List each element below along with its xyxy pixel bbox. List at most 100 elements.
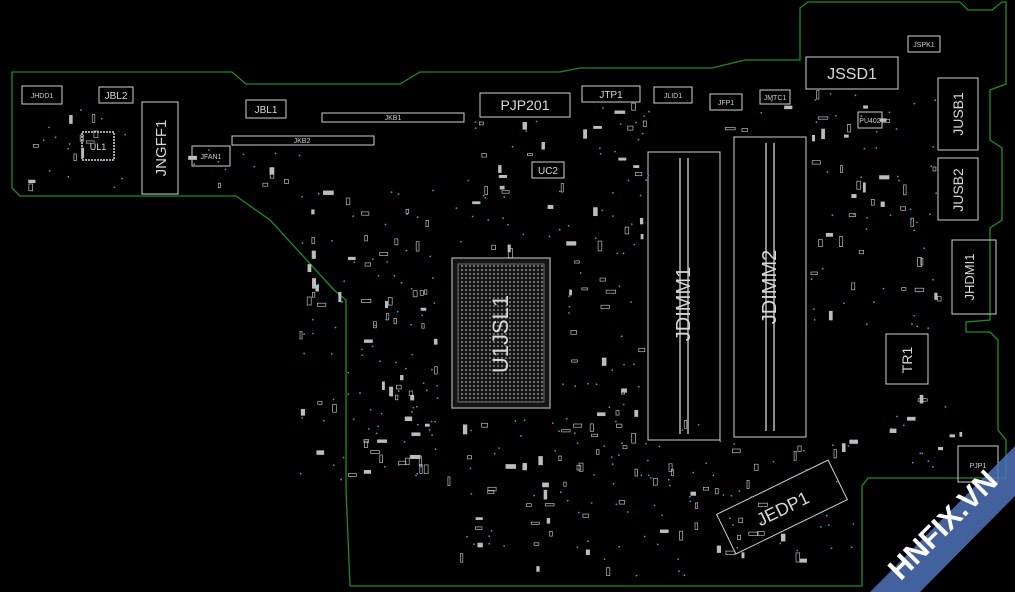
via <box>683 574 686 577</box>
via <box>332 398 335 401</box>
via <box>487 219 490 222</box>
via <box>853 213 855 216</box>
via <box>341 301 344 303</box>
smd-pad <box>561 429 571 433</box>
via <box>428 429 431 431</box>
smd-pad <box>558 455 562 462</box>
jhdd1-connector: JHDD1 <box>21 85 63 105</box>
via <box>410 288 413 290</box>
smd-pad <box>381 381 385 390</box>
via <box>311 318 314 321</box>
via <box>386 261 389 263</box>
via <box>301 242 304 244</box>
smd-pad <box>312 278 317 289</box>
via <box>330 353 333 355</box>
via <box>434 420 437 423</box>
via <box>511 145 514 148</box>
smd-pad <box>810 271 818 275</box>
via <box>608 406 611 408</box>
smd-pad <box>858 249 864 255</box>
smd-pad <box>862 182 866 193</box>
smd-pad <box>828 310 833 321</box>
via-field <box>42 93 947 577</box>
smd-pad <box>631 102 636 111</box>
smd-pad <box>462 424 468 435</box>
smd-pad <box>408 390 414 396</box>
smd-pad <box>615 410 620 416</box>
via <box>471 215 474 218</box>
via <box>913 102 916 105</box>
via <box>359 392 361 395</box>
via <box>779 542 782 545</box>
smd-pad <box>714 488 719 495</box>
via <box>919 452 922 455</box>
via <box>738 490 741 492</box>
smd-pad <box>560 183 564 193</box>
via <box>403 441 406 443</box>
smd-pad <box>364 262 371 267</box>
via <box>645 179 648 182</box>
via <box>611 369 614 372</box>
smd-pad <box>606 567 611 576</box>
smd-pad <box>833 449 837 459</box>
via <box>595 383 598 386</box>
via <box>612 192 614 194</box>
via <box>760 521 763 523</box>
via <box>361 354 364 357</box>
jfan1-connector: JFAN1 <box>191 145 231 167</box>
smd-pad <box>932 166 937 172</box>
via <box>397 464 400 466</box>
via <box>921 452 924 455</box>
smd-pad <box>527 153 533 156</box>
smd-pad <box>754 463 759 471</box>
smd-pad <box>385 301 389 309</box>
via <box>121 177 123 180</box>
smd-pad <box>364 339 373 343</box>
via <box>835 480 838 483</box>
via <box>301 195 303 198</box>
jlid1-label: JLID1 <box>664 93 682 100</box>
via <box>733 109 736 112</box>
smd-pad <box>526 503 532 507</box>
pjp201-connector: PJP201 <box>479 92 571 118</box>
via <box>396 310 399 313</box>
via <box>455 207 458 210</box>
smd-pad <box>825 232 833 237</box>
via <box>911 461 914 464</box>
via <box>863 147 866 150</box>
via <box>342 456 345 459</box>
smd-pad <box>741 552 745 559</box>
smd-pad <box>811 160 821 165</box>
smd-pad <box>447 476 451 486</box>
via <box>929 213 931 216</box>
via <box>503 545 505 547</box>
via <box>834 114 837 117</box>
smd-pad <box>364 440 368 448</box>
via <box>932 145 935 148</box>
via <box>618 454 620 456</box>
smd-pad <box>533 542 540 546</box>
jusb1-label: JUSB1 <box>950 92 966 136</box>
via <box>796 549 799 552</box>
via <box>873 301 875 304</box>
via <box>525 130 527 132</box>
smd-pad <box>738 517 744 524</box>
smd-pad <box>475 526 483 530</box>
smd-pad <box>217 182 221 189</box>
via <box>932 465 934 468</box>
u1-cpu: U1JSL1 <box>451 257 551 409</box>
smd-pad <box>634 468 638 477</box>
via <box>567 224 570 227</box>
via <box>425 389 428 392</box>
smd-pad <box>530 521 540 525</box>
via <box>593 474 595 476</box>
via <box>890 427 892 430</box>
via <box>944 406 947 408</box>
tr1-component: TR1 <box>885 333 929 385</box>
via <box>639 194 642 197</box>
smd-pad <box>702 486 709 491</box>
via <box>587 382 590 385</box>
via <box>48 126 50 129</box>
via <box>274 152 277 155</box>
via <box>379 360 382 363</box>
